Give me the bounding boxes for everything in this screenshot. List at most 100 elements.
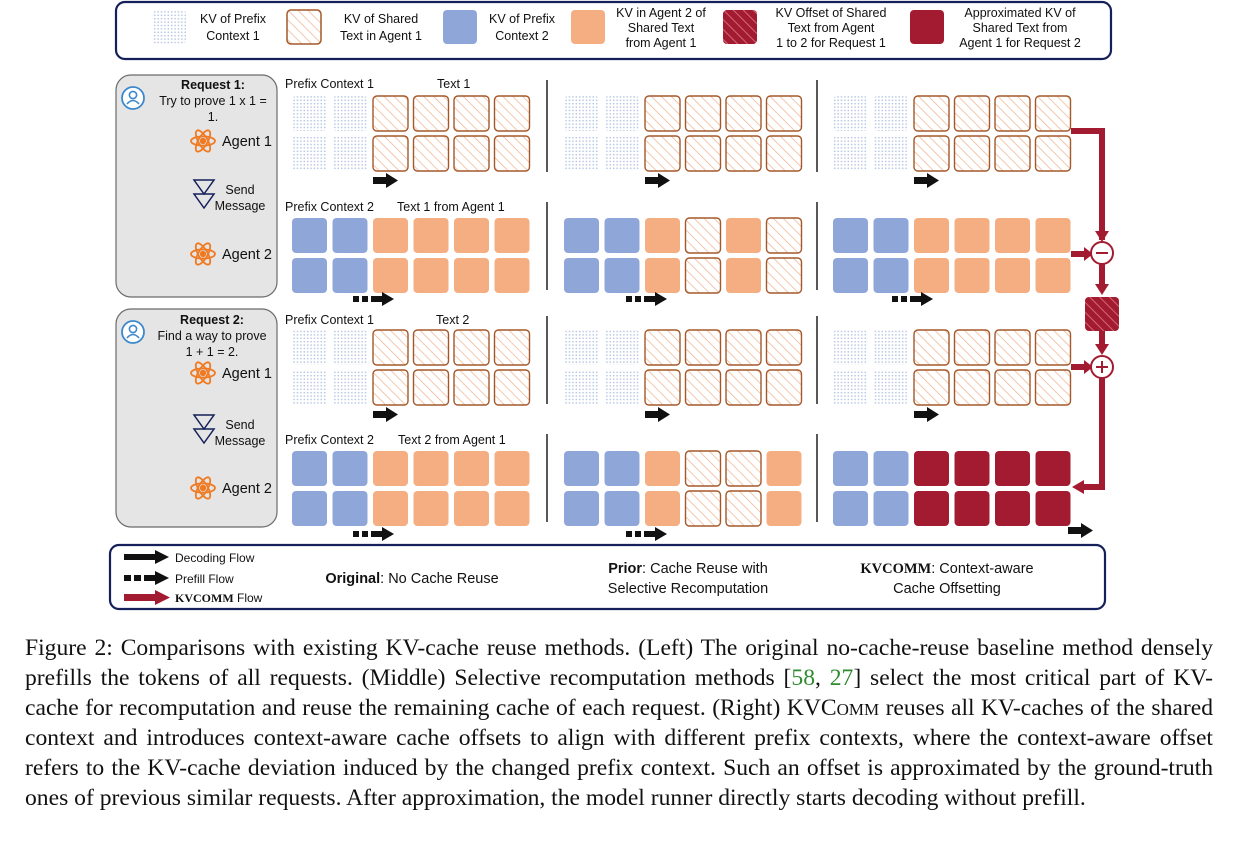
prefill-flow-label: Prefill Flow [175, 572, 234, 586]
prefill-arrow [353, 292, 394, 306]
kv-cell-prefix1 [292, 370, 327, 405]
kv-cell-prefix2 [292, 451, 327, 486]
kv-cell-shared [913, 135, 950, 172]
decoding-arrow [645, 407, 670, 422]
kv-cell-shared [994, 95, 1031, 132]
kv-cell-agent2-text [373, 451, 408, 486]
kv-cell-shared [684, 369, 722, 406]
kv-cell-prefix1 [873, 136, 909, 171]
kv-cell-shared [765, 257, 803, 294]
kv-cell-shared [644, 135, 681, 172]
kv-cell-shared [725, 369, 762, 406]
kv-cell-agent2-text [954, 218, 990, 253]
legend-swatch-approx [910, 10, 944, 44]
kv-cell-shared [725, 490, 762, 527]
kv-cell-shared [953, 329, 991, 366]
method-kvcomm-label: KVCOMM: Context-aware [860, 561, 1033, 577]
decoding-arrow [645, 173, 670, 188]
kv-cell-shared [644, 369, 681, 406]
req1-row1-text-label: Text 1 [437, 77, 470, 91]
citation-link[interactable]: 27 [829, 665, 854, 691]
kv-cell-prefix1 [833, 96, 868, 131]
kv-cell-agent2-text [413, 491, 449, 526]
kv-cell-agent2-text [373, 491, 408, 526]
agent-icon [190, 129, 216, 153]
kv-cell-approximated [1035, 491, 1071, 526]
kv-cell-prefix2 [564, 258, 599, 293]
kv-cell-prefix1 [833, 370, 868, 405]
bottom-legend: Decoding Flow Prefill Flow KVCOMM Flow O… [108, 543, 1107, 611]
kv-cell-agent2-text [494, 218, 530, 253]
kv-cell-shared [372, 369, 409, 406]
req1-row1-prefix-label: Prefix Context 1 [285, 77, 374, 91]
kv-cell-shared [725, 95, 762, 132]
caption-sep: , [815, 665, 830, 691]
kv-cell-shared [684, 450, 722, 487]
kv-cell-shared [953, 135, 991, 172]
kv-cell-shared [765, 95, 803, 132]
kv-cell-prefix2 [873, 451, 909, 486]
req2-row2-prefix-label: Prefix Context 2 [285, 433, 374, 447]
caption-label: Figure 2: [25, 635, 113, 661]
kv-cell-shared [453, 369, 490, 406]
kv-cell-prefix1 [332, 96, 368, 131]
kv-cell-agent2-text [766, 451, 802, 486]
kv-cell-shared [644, 329, 681, 366]
kv-cell-shared [913, 329, 950, 366]
kv-cell-prefix2 [604, 451, 640, 486]
kv-cell-shared [765, 217, 803, 254]
kv-cell-shared [453, 329, 490, 366]
kv-cell-shared [372, 95, 409, 132]
method-prior-label-line2: Selective Recomputation [608, 581, 768, 597]
kv-cell-agent2-text [995, 258, 1030, 293]
kv-cell-shared [725, 450, 762, 487]
kv-cell-prefix1 [564, 330, 599, 365]
kv-cell-agent2-text [954, 258, 990, 293]
kv-cell-agent2-text [373, 218, 408, 253]
kv-cell-shared [994, 329, 1031, 366]
kv-cell-prefix1 [604, 330, 640, 365]
kv-cell-agent2-text [454, 451, 489, 486]
kv-cell-agent2-text [413, 218, 449, 253]
kv-cell-prefix1 [833, 330, 868, 365]
kv-cell-shared [953, 369, 991, 406]
kv-cell-agent2-text [726, 218, 761, 253]
kv-cell-prefix1 [564, 96, 599, 131]
prefill-arrow [353, 527, 394, 541]
method-original-label: Original: No Cache Reuse [325, 571, 498, 587]
kv-cell-shared [684, 135, 722, 172]
caption-text: Comparisons with existing KV-cache reuse… [25, 635, 1213, 691]
kv-cell-approximated [995, 491, 1030, 526]
kv-cell-shared [1034, 135, 1072, 172]
kv-cell-prefix1 [873, 96, 909, 131]
kv-cell-prefix1 [292, 96, 327, 131]
request-1-title: Request 1: [181, 78, 245, 92]
kv-cell-prefix2 [332, 451, 368, 486]
prefill-arrow [626, 292, 667, 306]
kv-cell-prefix2 [604, 491, 640, 526]
decoding-flow-arrow-icon [124, 550, 169, 564]
citation-link[interactable]: 58 [791, 665, 815, 691]
kv-cell-prefix1 [564, 370, 599, 405]
request-1-agent2-label: Agent 2 [222, 247, 272, 263]
request-1-panel-bg [115, 74, 278, 298]
decoding-arrow [914, 407, 939, 422]
kv-cell-prefix2 [833, 218, 868, 253]
kv-cell-prefix2 [332, 491, 368, 526]
kvcomm-flow [1071, 128, 1119, 494]
caption-kvcomm: KVC [786, 695, 837, 721]
kv-cell-shared [725, 329, 762, 366]
kv-cell-approximated [954, 491, 990, 526]
request-2-agent2-label: Agent 2 [222, 481, 272, 497]
kv-cell-prefix1 [332, 370, 368, 405]
kv-cell-shared [684, 490, 722, 527]
request-1-prompt: Try to prove 1 x 1 =1. [159, 94, 267, 124]
user-icon [121, 320, 145, 344]
kv-cell-prefix2 [873, 491, 909, 526]
kv-cell-prefix1 [604, 136, 640, 171]
kv-cell-approximated [995, 451, 1030, 486]
